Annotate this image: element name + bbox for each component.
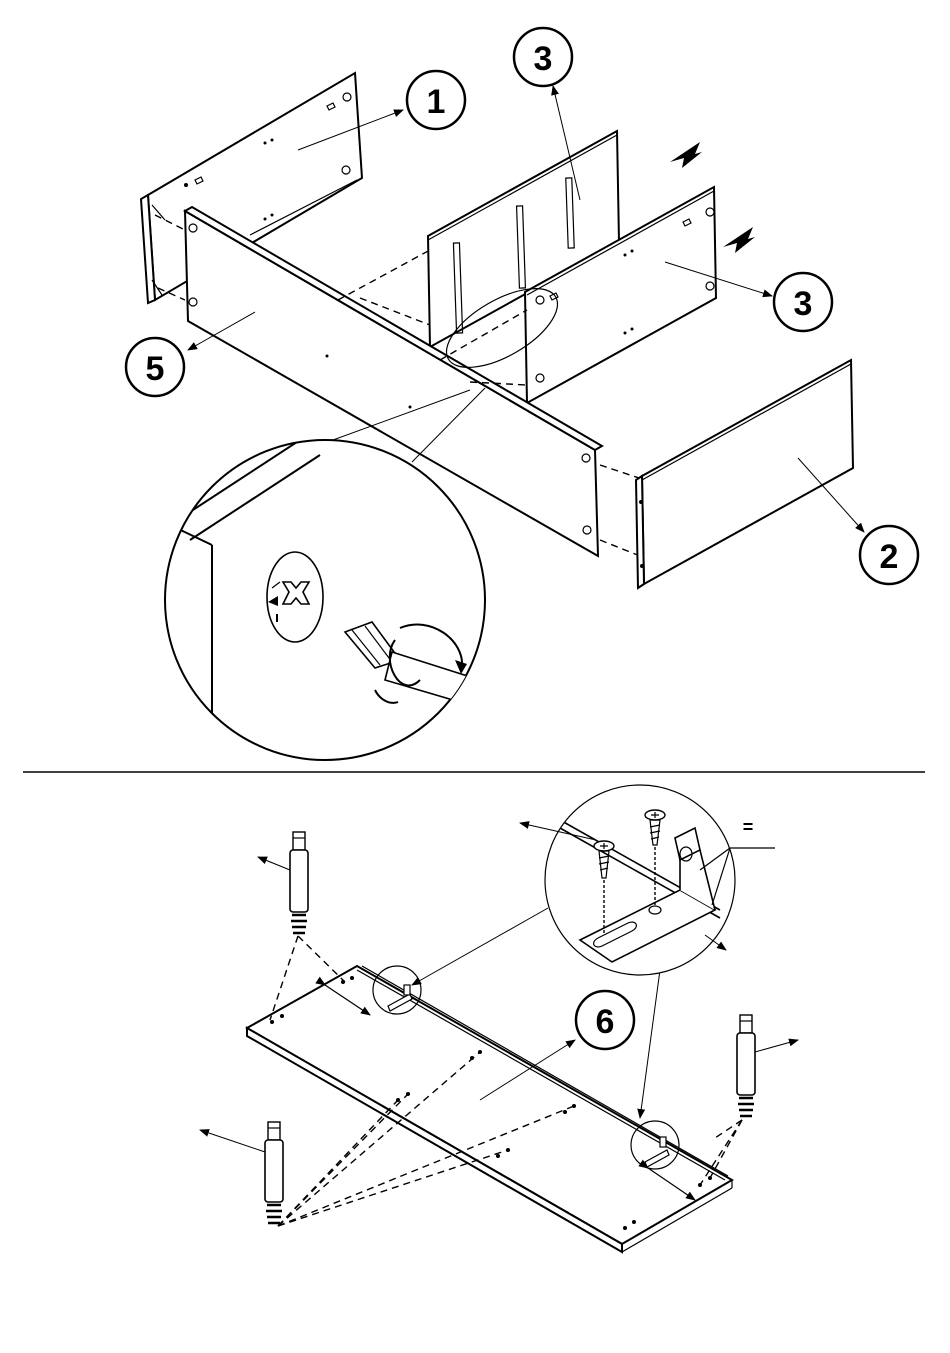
bracket-zoom-detail: = <box>520 785 775 975</box>
step-2-base-panel-feet: = 6 <box>200 785 798 1252</box>
callout-part-3-lower: 3 <box>774 273 832 331</box>
insert-arrow-lower <box>723 227 755 253</box>
svg-text:5: 5 <box>146 350 165 388</box>
callout-part-5: 5 <box>126 338 184 396</box>
callout-part-2: 2 <box>860 526 918 584</box>
callout-part-3-upper: 3 <box>514 28 572 86</box>
svg-text:1: 1 <box>427 83 446 121</box>
panel-2 <box>636 360 864 588</box>
insert-arrow-upper <box>670 142 702 168</box>
svg-text:3: 3 <box>534 40 553 78</box>
step-1-carcass-assembly: 1 3 3 5 2 <box>126 28 918 780</box>
callout-part-1: 1 <box>407 71 465 129</box>
panel-6 <box>247 966 732 1252</box>
detail-mark: = <box>743 817 754 837</box>
svg-text:6: 6 <box>596 1003 615 1041</box>
svg-text:3: 3 <box>794 285 813 323</box>
callout-part-6: 6 <box>576 991 634 1049</box>
svg-text:2: 2 <box>880 538 899 576</box>
adjustable-foot-right <box>700 1015 798 1185</box>
